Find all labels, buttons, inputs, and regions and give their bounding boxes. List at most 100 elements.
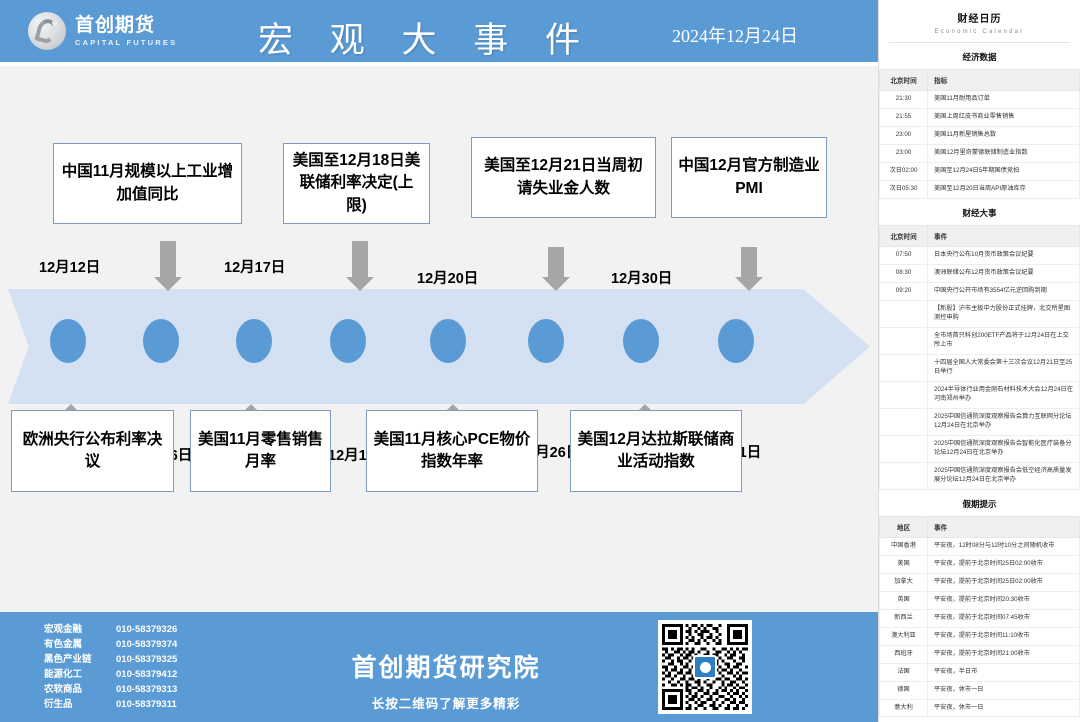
financial-events-table: 北京时间 事件 07:50 日本央行公布10月货币政策会议纪要 08:30 澳洲… (879, 224, 1080, 490)
economic-data-table: 北京时间 指标 21:30 美国11月耐用品订单 21:55 美国上周红皮书商业… (879, 69, 1080, 199)
cell-time (879, 299, 928, 328)
cell-time: 09:20 (879, 281, 928, 301)
contact-phone: 010-58379313 (116, 684, 178, 695)
data-source-note: 数据来源：Wind (879, 717, 1080, 722)
event-box-top-1[interactable]: 中国11月规模以上工业增加值同比 (53, 143, 242, 224)
cell-region: 德国 (879, 680, 928, 700)
contact-row: 黑色产业链 010-58379325 (44, 652, 202, 667)
timeline-date-top-3: 12月20日 (417, 271, 479, 287)
event-box-bottom-3[interactable]: 美国11月核心PCE物价指数年率 (366, 410, 538, 492)
table-row: 美国 平安夜，提前于北京时间25日02:00收市 (879, 554, 1080, 574)
cell-time (879, 326, 928, 355)
cell-event: 平安夜，提前于北京时间11:10收市 (927, 626, 1080, 646)
cell-event: 平安夜，提前于北京时间20:30收市 (927, 590, 1080, 610)
timeline-dot (718, 319, 754, 363)
cell-event: 平安夜，12时08分与12时10分之间随机收市 (927, 536, 1080, 556)
cell-time: 21:55 (879, 107, 928, 127)
logo-name-cn: 首创期货 (75, 14, 156, 36)
cell-event: 美国至12月24日5年期国债竞拍 (927, 161, 1080, 181)
section-title-economic-data: 经济数据 (962, 52, 997, 62)
cell-event: 【新股】沪市主板中力股份正式挂牌，北交所星图测控申购 (927, 299, 1080, 328)
contact-row: 有色金属 010-58379374 (44, 637, 202, 652)
table-row: 次日02:00 美国至12月24日5年期国债竞拍 (879, 161, 1080, 181)
cell-time: 07:50 (879, 245, 928, 265)
contact-phone: 010-58379412 (116, 669, 178, 680)
contact-name: 衍生品 (44, 699, 73, 710)
cell-event: 平安夜，提前于北京时间21:00收市 (927, 644, 1080, 664)
cell-event: 平安夜，提前于北京时间25日02:00收市 (927, 572, 1080, 592)
timeline-dot (50, 319, 86, 363)
cell-region: 意大利 (879, 698, 928, 718)
cell-time (879, 434, 928, 463)
connector-arrow-down (346, 241, 374, 291)
footer-title: 首创期货研究院 (351, 654, 541, 682)
sidebar-divider (889, 42, 1070, 43)
timeline-dot (330, 319, 366, 363)
qr-code[interactable] (658, 620, 752, 714)
contact-phone: 010-58379311 (116, 699, 177, 710)
table-row: 23:00 美国12月里奇蒙德联储制造业指数 (879, 143, 1080, 163)
contact-name: 能源化工 (44, 669, 83, 680)
timeline-area: 12月12日 12月17日 12月20日 12月30日 12月16日 12月19… (0, 66, 878, 612)
cell-region: 新西兰 (879, 608, 928, 628)
timeline-dot (623, 319, 659, 363)
cell-region: 澳大利亚 (879, 626, 928, 646)
timeline-dot (528, 319, 564, 363)
table-row: 法国 平安夜，半日市 (879, 662, 1080, 682)
cell-region: 西班牙 (879, 644, 928, 664)
cell-region: 加拿大 (879, 572, 928, 592)
table-row: 2025中国信通院深度观察报告会低空经济高质量发展分论坛12月24日在北京举办 (879, 461, 1080, 490)
table-row: 09:20 中国央行公开市场有3554亿元逆回购到期 (879, 281, 1080, 301)
cell-event: 2025中国信通院深度观察报告会算力互联网分论坛12月24日在北京举办 (927, 407, 1080, 436)
contact-phone: 010-58379326 (116, 624, 178, 635)
contact-row: 农软商品 010-58379313 (44, 682, 202, 697)
table-row: 新西兰 平安夜，提前于北京时间07:45收市 (879, 608, 1080, 628)
contact-name: 宏观金融 (44, 624, 83, 635)
contact-name: 农软商品 (44, 684, 83, 695)
cell-event: 美国11月耐用品订单 (927, 90, 1080, 109)
economic-calendar-sidebar[interactable]: 财经日历 Economic Calendar 经济数据 北京时间 指标 21:3… (878, 0, 1080, 722)
event-box-bottom-1[interactable]: 欧洲央行公布利率决议 (11, 410, 174, 492)
cell-time (879, 380, 928, 409)
table-row: 西班牙 平安夜，提前于北京时间21:00收市 (879, 644, 1080, 664)
cell-time (879, 461, 928, 490)
contact-name: 有色金属 (44, 639, 83, 650)
event-box-top-2[interactable]: 美国至12月18日美联储利率决定(上限) (283, 143, 430, 224)
connector-arrow-down (154, 241, 182, 291)
table-row: 中国香港 平安夜，12时08分与12时10分之间随机收市 (879, 536, 1080, 556)
cell-time: 23:00 (879, 125, 928, 145)
contact-phone: 010-58379325 (116, 654, 178, 665)
table-row: 意大利 平安夜，休市一日 (879, 698, 1080, 718)
cell-event: 美国12月里奇蒙德联储制造业指数 (927, 143, 1080, 163)
table-row: 21:55 美国上周红皮书商业零售销售 (879, 107, 1080, 127)
table-row: 2025中国信通院深度观察报告会智能化医疗装备分论坛12月24日在北京举办 (879, 434, 1080, 463)
connector-arrow-down (542, 247, 570, 291)
col-time: 北京时间 (879, 69, 928, 91)
cell-event: 美国上周红皮书商业零售销售 (927, 107, 1080, 127)
cell-time: 23:00 (879, 143, 928, 163)
cell-region: 英国 (879, 590, 928, 610)
event-box-top-4[interactable]: 中国12月官方制造业PMI (671, 137, 827, 218)
timeline-date-top-4: 12月30日 (611, 271, 673, 287)
event-box-bottom-4[interactable]: 美国12月达拉斯联储商业活动指数 (570, 410, 742, 492)
contact-list: 宏观金融 010-58379326 有色金属 010-58379374 黑色产业… (44, 622, 202, 712)
table-header-row: 北京时间 事件 (879, 224, 1080, 247)
table-row: 英国 平安夜，提前于北京时间20:30收市 (879, 590, 1080, 610)
cell-region: 法国 (879, 662, 928, 682)
cell-region: 美国 (879, 554, 928, 574)
sidebar-subtitle: Economic Calendar (934, 29, 1025, 35)
event-box-top-3[interactable]: 美国至12月21日当周初请失业金人数 (471, 137, 656, 218)
header-divider (0, 62, 878, 66)
qr-code-canvas (662, 624, 748, 710)
header-date: 2024年12月24日 (672, 26, 798, 46)
footer-brand: 首创期货研究院 长按二维码了解更多精彩 (276, 648, 616, 712)
table-row: 【新股】沪市主板中力股份正式挂牌，北交所星图测控申购 (879, 299, 1080, 328)
timeline-date-top-2: 12月17日 (224, 260, 286, 276)
cell-region: 中国香港 (879, 536, 928, 556)
event-box-bottom-2[interactable]: 美国11月零售销售月率 (190, 410, 331, 492)
holiday-table: 地区 事件 中国香港 平安夜，12时08分与12时10分之间随机收市 美国 平安… (879, 515, 1080, 718)
timeline-date-top-1: 12月12日 (39, 260, 101, 276)
cell-event: 全市场首只科创200ETF产品将于12月24日在上交所上市 (927, 326, 1080, 355)
section-title-holiday: 假期提示 (962, 498, 997, 509)
